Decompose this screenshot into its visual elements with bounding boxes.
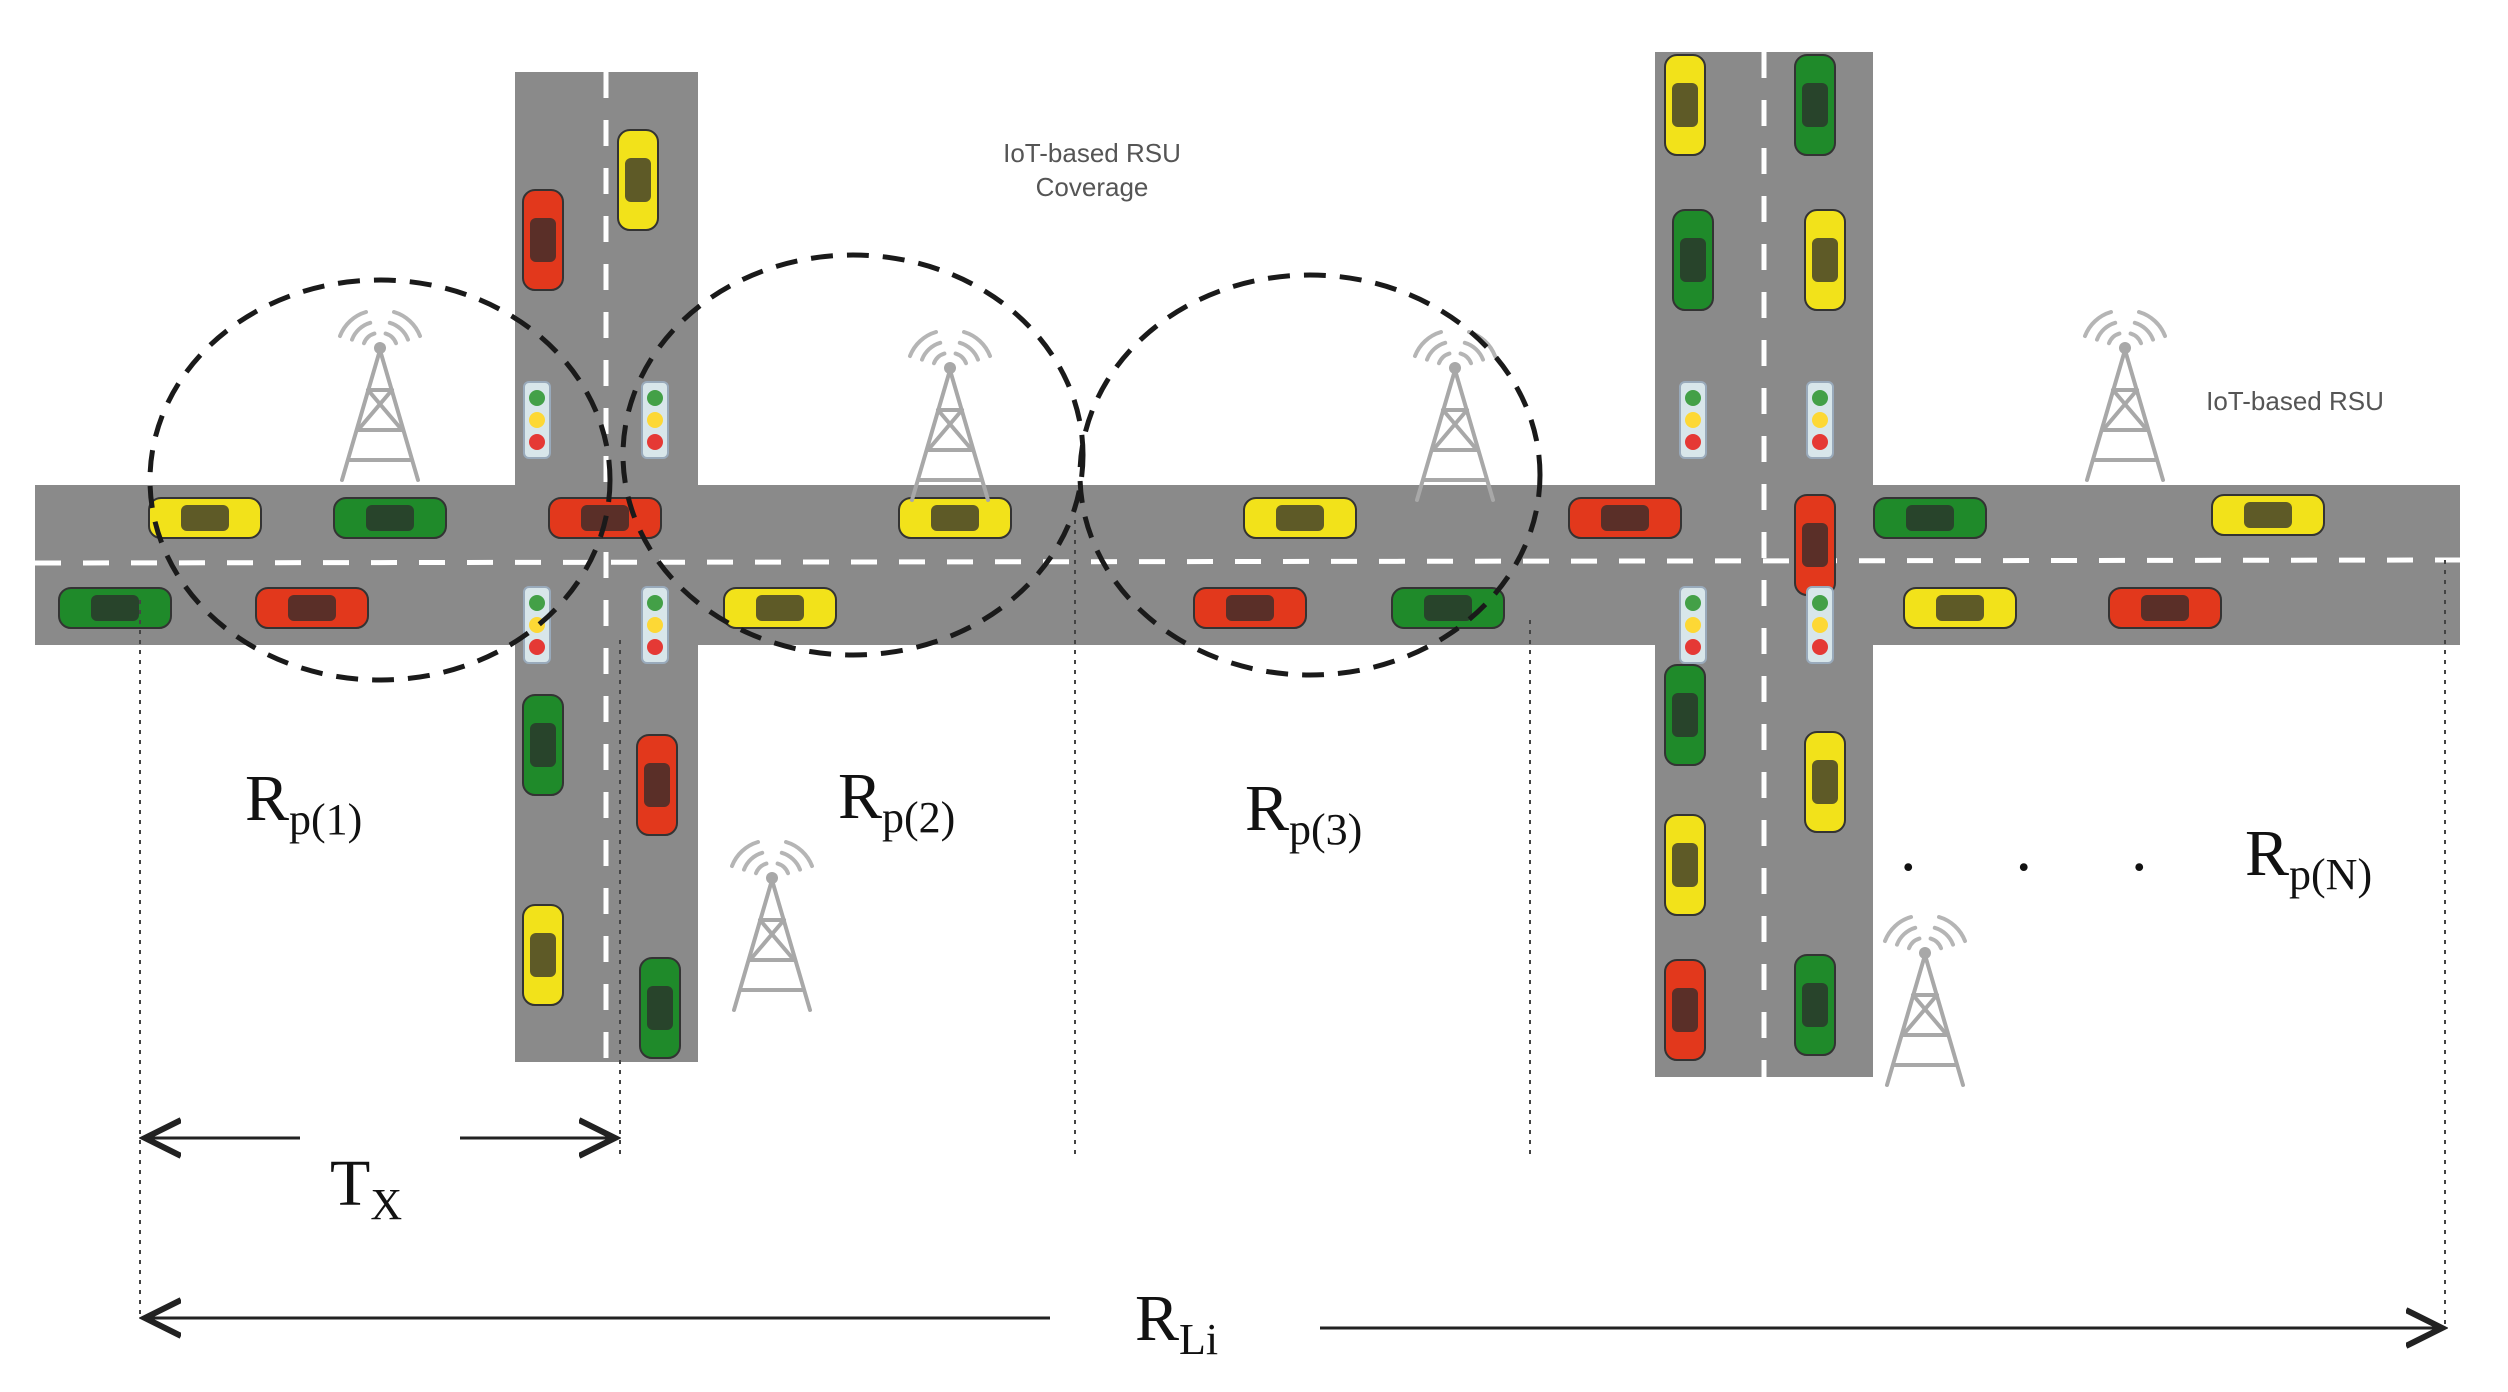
rsu-tower-icon bbox=[1413, 330, 1497, 502]
car-icon bbox=[639, 957, 681, 1059]
car-icon bbox=[58, 587, 172, 629]
rli-label: RLi bbox=[1135, 1282, 1218, 1364]
car-icon bbox=[723, 587, 837, 629]
car-icon bbox=[1804, 731, 1846, 833]
segment-boundaries bbox=[139, 520, 2446, 1330]
traffic-light-icon bbox=[1679, 586, 1707, 664]
traffic-light-icon bbox=[1806, 381, 1834, 459]
traffic-light-icon bbox=[641, 381, 669, 459]
tx-label: TX bbox=[330, 1147, 402, 1229]
horizontal-lane-divider bbox=[34, 557, 2461, 566]
coverage-circle-3 bbox=[1077, 272, 1543, 678]
segment-labels: Rp(1) Rp(2) Rp(3) . . . Rp(N) bbox=[245, 760, 2372, 899]
car-icon bbox=[617, 129, 659, 231]
coverage-label-line1: IoT-based RSU bbox=[1003, 138, 1181, 168]
rsu-tower-icon bbox=[2083, 310, 2167, 482]
rp2-label: Rp(2) bbox=[838, 760, 955, 842]
ellipsis: . . . bbox=[1900, 812, 2148, 885]
car-icon bbox=[1794, 494, 1836, 596]
tx-dimension: TX bbox=[145, 1138, 615, 1229]
car-icon bbox=[1568, 497, 1682, 539]
traffic-light-icon bbox=[1679, 381, 1707, 459]
car-icon bbox=[1903, 587, 2017, 629]
car-icon bbox=[522, 189, 564, 291]
road-network bbox=[34, 52, 2461, 1077]
rsu-tower-icon bbox=[908, 330, 992, 502]
traffic-light-icon bbox=[523, 586, 551, 664]
car-icon bbox=[1664, 54, 1706, 156]
car-icon bbox=[1664, 959, 1706, 1061]
car-icon bbox=[522, 904, 564, 1006]
car-icon bbox=[1804, 209, 1846, 311]
traffic-light-icon bbox=[1806, 586, 1834, 664]
car-icon bbox=[2211, 494, 2325, 536]
rsu-tower-icon bbox=[338, 310, 422, 482]
rsu-towers bbox=[338, 310, 2167, 1087]
rli-dimension: RLi bbox=[145, 1282, 2442, 1364]
car-icon bbox=[636, 734, 678, 836]
car-icon bbox=[522, 694, 564, 796]
rsu-tower-icon bbox=[1883, 915, 1967, 1087]
car-icon bbox=[1664, 664, 1706, 766]
car-icon bbox=[1391, 587, 1505, 629]
rsu-coverage-areas bbox=[147, 252, 1543, 683]
rp1-label: Rp(1) bbox=[245, 762, 362, 844]
car-icon bbox=[1243, 497, 1357, 539]
vehicles bbox=[58, 54, 2325, 1061]
traffic-lights bbox=[523, 381, 1834, 664]
rpn-label: Rp(N) bbox=[2245, 817, 2372, 899]
car-icon bbox=[1664, 814, 1706, 916]
car-icon bbox=[255, 587, 369, 629]
car-icon bbox=[333, 497, 447, 539]
car-icon bbox=[898, 497, 1012, 539]
rsu-label: IoT-based RSU bbox=[2206, 386, 2384, 416]
rsu-tower-icon bbox=[730, 840, 814, 1012]
car-icon bbox=[1794, 54, 1836, 156]
car-icon bbox=[1873, 497, 1987, 539]
car-icon bbox=[1193, 587, 1307, 629]
traffic-light-icon bbox=[641, 586, 669, 664]
car-icon bbox=[2108, 587, 2222, 629]
rp3-label: Rp(3) bbox=[1245, 772, 1362, 854]
coverage-circle-1 bbox=[147, 277, 613, 683]
car-icon bbox=[1794, 954, 1836, 1056]
car-icon bbox=[1672, 209, 1714, 311]
traffic-light-icon bbox=[523, 381, 551, 459]
coverage-label-line2: Coverage bbox=[1036, 172, 1149, 202]
car-icon bbox=[148, 497, 262, 539]
